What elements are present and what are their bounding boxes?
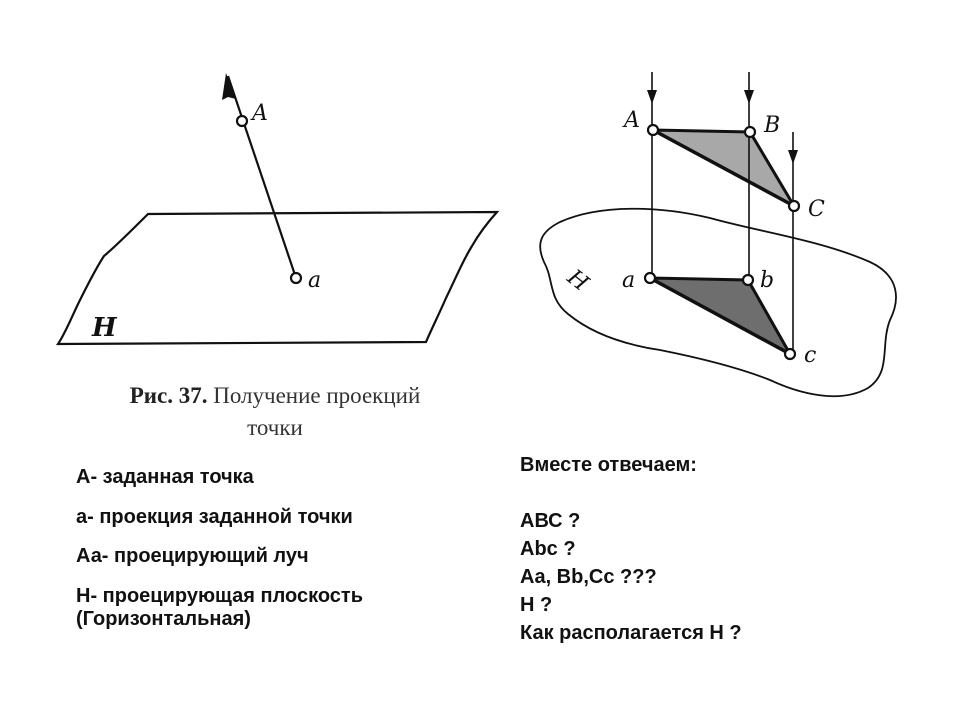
caption-line1: Получение проекций [213, 383, 421, 408]
label-A-left: A [250, 101, 268, 126]
plane-h-right [539, 207, 897, 398]
legend-item: а- проекция заданной точки [76, 505, 353, 528]
right-figure: A B C a b c H [539, 72, 897, 398]
edge-AC [652, 128, 795, 208]
label-b-right: b [760, 268, 774, 293]
arrow-B [744, 90, 754, 104]
label-A-right: A [622, 108, 640, 133]
plane-h-left [55, 210, 500, 346]
point-a [289, 271, 303, 285]
question-item: Aa, Bb,Cc ??? [520, 566, 657, 588]
point-a-right [643, 271, 657, 285]
legend-item: Н- проецирующая плоскость (Горизонтальна… [76, 584, 364, 631]
label-a-right: a [622, 268, 635, 293]
point-b-right [741, 273, 755, 287]
point-A [235, 114, 249, 128]
label-H-left: H [91, 313, 118, 343]
answers-block: Вместе отвечаем: АВС ? Abc ? Aa, Bb,Cc ?… [520, 454, 940, 647]
ray-arrowhead [222, 73, 236, 100]
question-item: АВС ? [520, 510, 581, 532]
arrow-A [647, 90, 657, 104]
question-item: H ? [520, 594, 553, 616]
label-C-right: C [808, 197, 825, 222]
figure-caption: Рис. 37. Получение проекций точки [60, 380, 490, 444]
label-a-left: a [308, 268, 321, 293]
legend-item: Аа- проецирующий луч [76, 545, 309, 568]
point-A-right [646, 123, 660, 137]
point-B-right [743, 125, 757, 139]
legend-item: А- заданная точка [76, 466, 254, 488]
label-c-right: c [804, 343, 816, 368]
point-c-right [783, 347, 797, 361]
label-H-right: H [562, 264, 594, 297]
answers-heading: Вместе отвечаем: [520, 454, 697, 476]
question-item: Abc ? [520, 538, 576, 560]
projecting-ray-aa [226, 75, 298, 279]
point-C-right [787, 199, 801, 213]
question-item: Как располагается Н ? [520, 622, 742, 644]
arrow-C [788, 150, 798, 164]
left-figure: A a H [55, 73, 500, 346]
caption-line2: точки [247, 415, 303, 441]
caption-prefix: Рис. 37. [129, 383, 208, 408]
edge-ac [649, 276, 791, 356]
label-B-right: B [763, 113, 780, 138]
legend: А- заданная точка а- проекция заданной т… [76, 466, 496, 648]
